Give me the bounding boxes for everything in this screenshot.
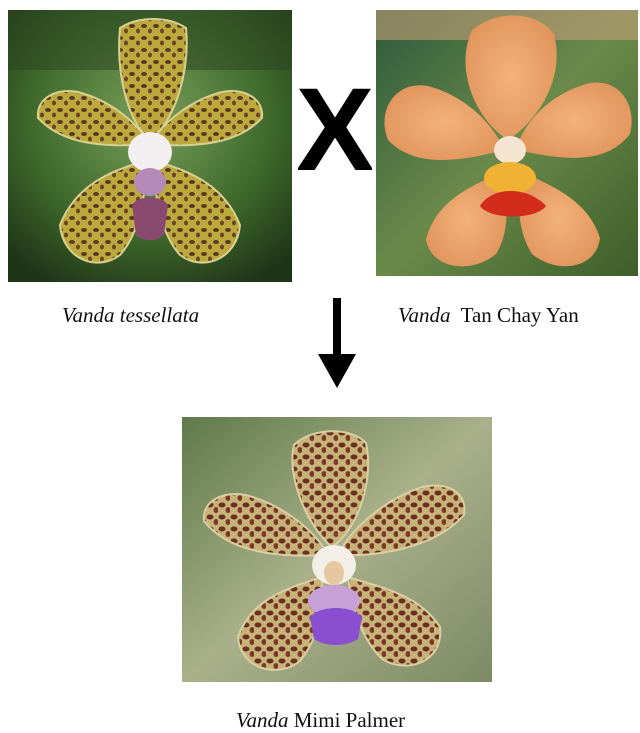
cross-label: X [298, 78, 372, 188]
offspring-genus: Vanda [236, 708, 289, 732]
parent-1-epithet: tessellata [120, 303, 199, 327]
cross-symbol: X [298, 78, 372, 188]
parent-2-genus: Vanda [398, 303, 451, 327]
vanda-tan-chay-yan-photo [376, 10, 638, 276]
parent-2-caption: Vanda Tan Chay Yan [398, 303, 579, 328]
arrow-down-icon [316, 298, 358, 390]
offspring-caption: Vanda Mimi Palmer [236, 708, 405, 733]
parent-1-genus: Vanda [62, 303, 115, 327]
offspring-epithet: Mimi Palmer [294, 708, 405, 732]
parent-2-epithet: Tan Chay Yan [461, 303, 579, 327]
parent-1-caption: Vanda tessellata [62, 303, 199, 328]
vanda-mimi-palmer-photo [182, 417, 492, 682]
vanda-tessellata-photo [8, 10, 292, 282]
